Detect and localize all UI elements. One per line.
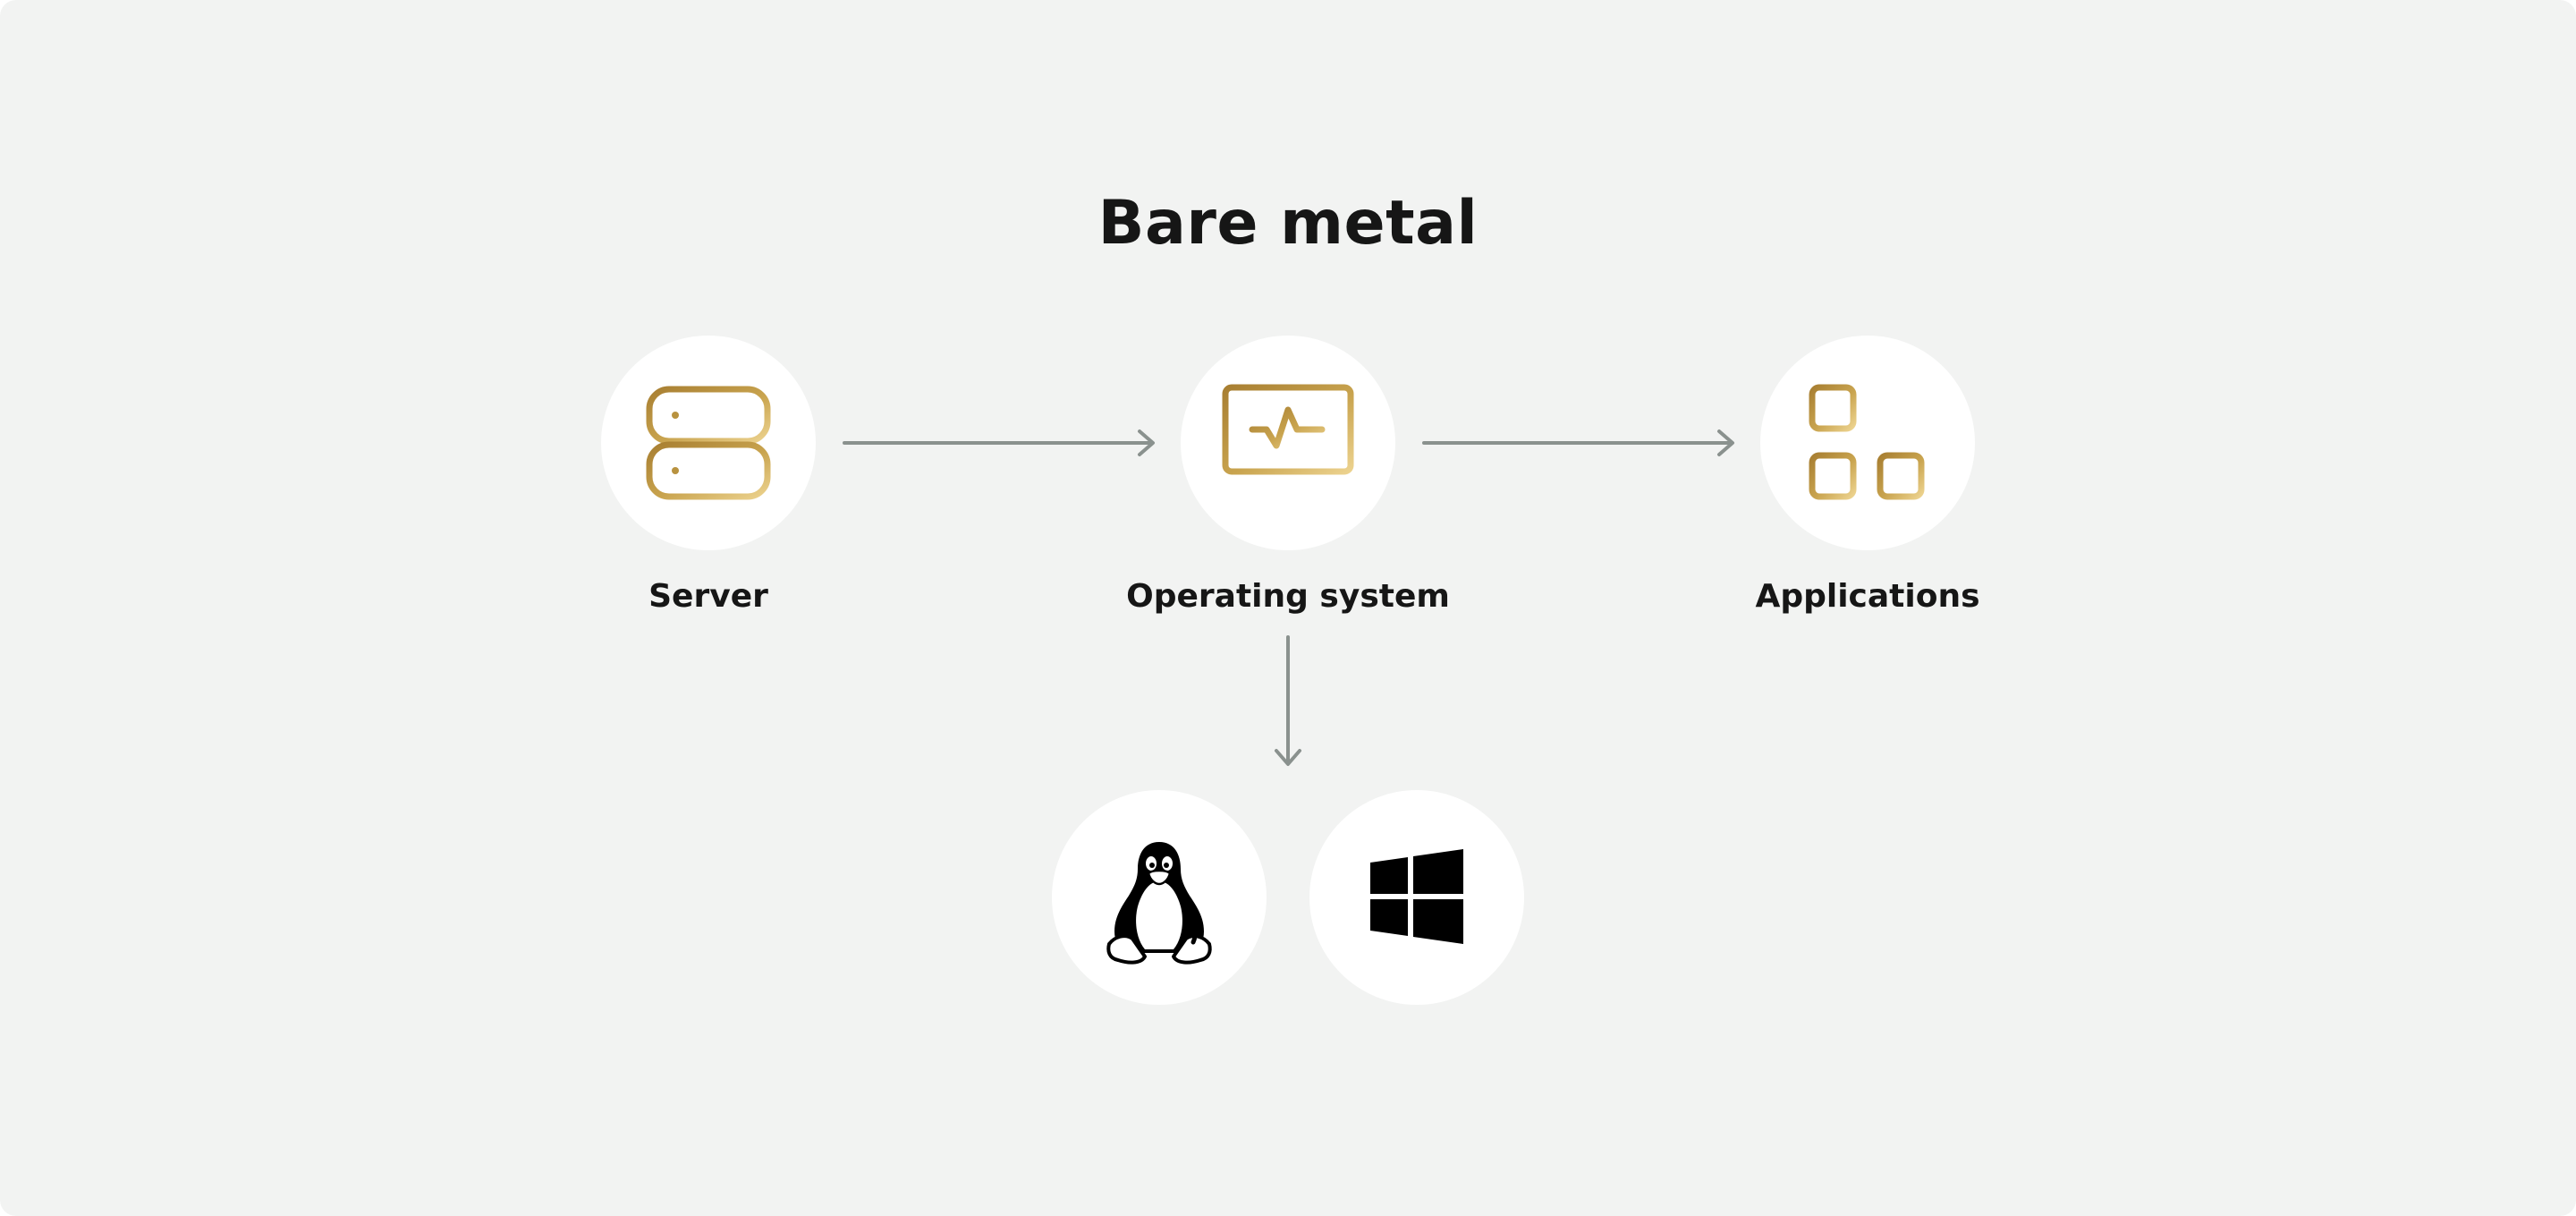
- server-label: Server: [648, 578, 768, 615]
- applications-node: [1760, 336, 1975, 550]
- arrow-server-to-os: [843, 429, 1155, 456]
- arrow-os-to-applications: [1422, 429, 1734, 456]
- applications-label: Applications: [1755, 578, 1980, 615]
- apps-grid-icon: [1809, 384, 1925, 500]
- server-node: [601, 336, 816, 550]
- linux-node: [1052, 790, 1267, 1005]
- os-label: Operating system: [1126, 578, 1450, 615]
- linux-tux-icon: [1106, 842, 1212, 965]
- windows-node: [1309, 790, 1524, 1005]
- diagram-title: Bare metal: [1097, 188, 1479, 259]
- arrow-os-to-platforms: [1275, 635, 1301, 766]
- os-node: [1181, 336, 1395, 550]
- monitor-pulse-icon: [1222, 384, 1354, 499]
- server-icon: [646, 386, 771, 500]
- windows-logo-icon: [1370, 849, 1463, 944]
